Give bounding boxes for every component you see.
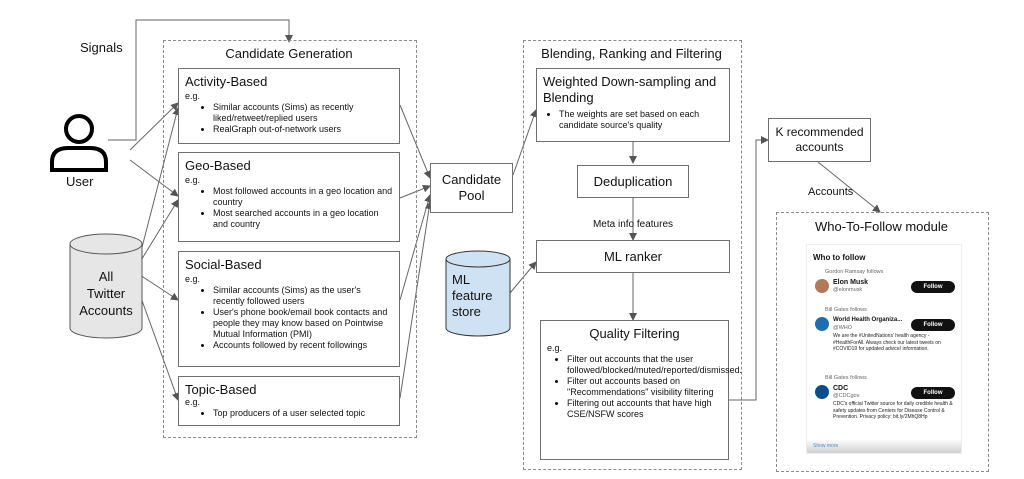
show-more-link[interactable]: Show more: [813, 443, 839, 449]
activity-based-box: Activity-Based e.g. Similar accounts (Si…: [178, 68, 400, 144]
followed-by-text: Gordon Ramsay follows: [825, 269, 884, 275]
topic-based-box: Topic-Based e.g. Top producers of a user…: [178, 376, 400, 426]
user-to-geo-arrow: [129, 159, 179, 197]
wtf-module-title: Who-To-Follow module: [815, 219, 948, 234]
topic-eg-label: e.g.: [185, 397, 201, 407]
topic-based-title: Topic-Based: [185, 382, 257, 397]
ml-feature-store-icon: [445, 250, 511, 337]
ml-store-line-3: store: [452, 304, 481, 319]
k-recommended-box: K recommended accounts: [768, 118, 871, 162]
social-eg-label: e.g.: [185, 274, 201, 284]
activity-bullet: Similar accounts (Sims) as recently like…: [213, 102, 393, 124]
db-to-topic-arrow: [139, 294, 180, 401]
candidate-generation-title: Candidate Generation: [225, 46, 353, 61]
activity-bullet: RealGraph out-of-network users: [213, 124, 393, 135]
weighted-blending-box: Weighted Down-sampling and Blending The …: [536, 68, 730, 142]
account-handle: @elonmusk: [833, 287, 863, 293]
social-to-pool-arrow: [399, 194, 432, 301]
user-icon: [50, 114, 108, 172]
followed-by-text: Bill Gates follows: [825, 307, 867, 313]
db-label-line-1: All: [98, 269, 114, 284]
social-bullet: User's phone book/email book contacts an…: [213, 307, 393, 340]
account-handle: @CDCgov: [833, 393, 860, 399]
avatar: [815, 317, 829, 331]
follow-entry: Gordon Ramsay follows Elon Musk @elonmus…: [807, 269, 961, 303]
candidate-pool-box: Candidate Pool: [430, 163, 513, 213]
quality-bullet: Filter out accounts that the user follow…: [567, 354, 742, 376]
avatar: [815, 385, 829, 399]
db-to-activity-arrow: [139, 107, 181, 256]
quality-bullet: Filter out accounts based on "Recommenda…: [567, 376, 722, 398]
account-name: Elon Musk: [833, 279, 869, 286]
ml-feature-store-label: ML feature store: [452, 272, 492, 320]
weighted-title: Weighted Down-sampling and Blending: [543, 74, 717, 105]
deduplication-box: Deduplication: [577, 165, 689, 198]
topic-to-pool-arrow: [399, 201, 433, 399]
activity-eg-label: e.g.: [185, 91, 201, 101]
who-to-follow-card: Who to follow Gordon Ramsay follows Elon…: [806, 244, 962, 454]
who-to-follow-heading: Who to follow: [813, 253, 866, 262]
db-label-line-2: Twitter: [86, 286, 126, 301]
blending-title: Blending, Ranking and Filtering: [541, 46, 722, 61]
followed-by-text: Bill Gates follows: [825, 375, 867, 381]
geo-based-title: Geo-Based: [185, 158, 251, 173]
db-to-social-arrow: [139, 274, 179, 301]
account-description: We are the #UnitedNations' health agency…: [833, 333, 941, 352]
social-bullet: Similar accounts (Sims) as the user's re…: [213, 285, 393, 307]
follow-entry: Bill Gates follows World Health Organiza…: [807, 307, 961, 373]
activity-to-pool-arrow: [399, 104, 432, 179]
ml-store-line-1: ML: [452, 272, 471, 287]
db-label-line-3: Accounts: [79, 303, 133, 318]
avatar: [815, 279, 829, 293]
quality-filtering-box: Quality Filtering e.g. Filter out accoun…: [540, 320, 742, 460]
geo-bullet: Most followed accounts in a geo location…: [213, 186, 393, 208]
wtf-module-group: [776, 212, 989, 472]
account-handle: @WHO: [833, 325, 853, 331]
signals-arrow: [108, 19, 293, 141]
geo-to-pool-arrow: [399, 184, 431, 199]
account-description: CDC's official Twitter source for daily …: [833, 401, 953, 420]
quality-eg-label: e.g.: [547, 343, 563, 353]
ml-store-line-2: feature: [452, 288, 493, 303]
geo-based-box: Geo-Based e.g. Most followed accounts in…: [178, 152, 400, 242]
activity-based-title: Activity-Based: [185, 74, 268, 89]
follow-button[interactable]: Follow: [911, 281, 955, 293]
accounts-label: Accounts: [808, 186, 854, 198]
geo-bullet: Most searched accounts in a geo location…: [213, 208, 393, 230]
follow-button[interactable]: Follow: [911, 387, 955, 399]
k-to-wtf-arrow: [817, 161, 881, 213]
blending-group: [523, 40, 742, 470]
follow-button[interactable]: Follow: [911, 319, 955, 331]
weighted-bullet: The weights are set based on each candid…: [559, 109, 723, 131]
database-label: All Twitter Accounts: [68, 268, 144, 319]
follow-entry: Bill Gates follows CDC @CDCgov Follow CD…: [807, 375, 961, 441]
social-based-box: Social-Based e.g. Similar accounts (Sims…: [178, 251, 400, 367]
quality-filtering-title: Quality Filtering: [589, 326, 680, 341]
database-icon: [69, 233, 143, 339]
signals-label: Signals: [80, 40, 123, 55]
account-name: CDC: [833, 385, 849, 392]
quality-bullet: Filtering out accounts that have high CS…: [567, 398, 722, 420]
account-name: World Health Organiza...: [833, 317, 903, 323]
social-bullet: Accounts followed by recent followings: [213, 340, 393, 351]
user-to-activity-arrow: [129, 102, 179, 151]
meta-info-label: Meta info features: [592, 219, 674, 230]
geo-eg-label: e.g.: [185, 175, 201, 185]
card-fade: Show more: [807, 439, 961, 453]
candidate-generation-group: [163, 40, 417, 438]
quality-to-k-arrow: [729, 136, 769, 401]
user-label: User: [66, 174, 94, 189]
db-to-geo-arrow: [139, 199, 179, 263]
social-based-title: Social-Based: [185, 257, 262, 272]
ml-ranker-box: ML ranker: [536, 240, 730, 273]
pool-to-weighted-arrow: [512, 109, 538, 176]
topic-bullet: Top producers of a user selected topic: [213, 408, 393, 419]
